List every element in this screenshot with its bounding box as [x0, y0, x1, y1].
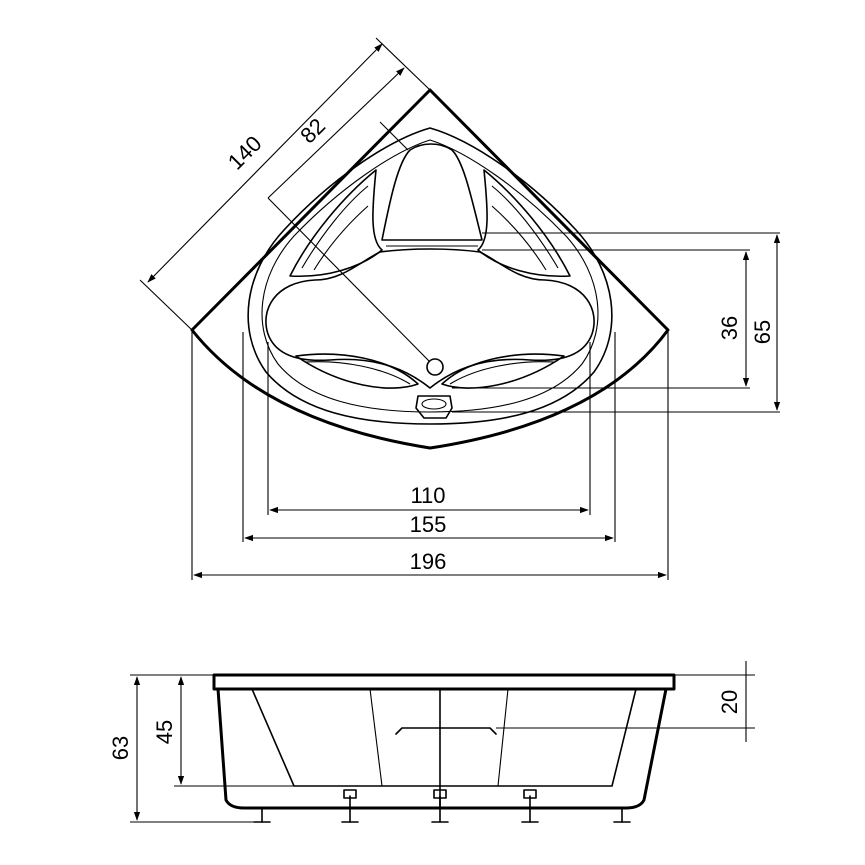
tub-rim — [212, 673, 676, 691]
backrest — [381, 143, 483, 241]
side-extension-lines — [130, 674, 755, 823]
drain-leader — [267, 197, 430, 362]
dim-63-label: 63 — [108, 736, 133, 760]
dim-20-label: 20 — [717, 690, 742, 714]
side-view: 63 45 20 — [108, 661, 755, 823]
dim-155-label: 155 — [410, 512, 447, 537]
dim-110-label: 110 — [410, 483, 445, 508]
dim-65-label: 65 — [750, 320, 775, 344]
overflow-icon — [415, 395, 453, 419]
extension-lines — [139, 37, 780, 580]
tub-legs — [253, 789, 631, 823]
tub-inner-basin — [251, 688, 637, 787]
grip-handle — [395, 727, 497, 735]
dim-196-label: 196 — [410, 549, 447, 574]
right-seat — [477, 169, 571, 278]
dim-line-140 — [147, 43, 383, 283]
tub-outer-shell — [216, 687, 668, 810]
dim-45-label: 45 — [152, 720, 177, 744]
dim-36-label: 36 — [717, 316, 742, 340]
tub-outer-outline — [190, 88, 670, 450]
dim-line-82 — [267, 67, 405, 199]
lower-left-seat — [295, 353, 419, 389]
plan-view: 140 82 36 65 110 155 196 — [139, 37, 781, 580]
drain-icon — [426, 358, 444, 376]
lower-right-seat — [441, 353, 565, 389]
